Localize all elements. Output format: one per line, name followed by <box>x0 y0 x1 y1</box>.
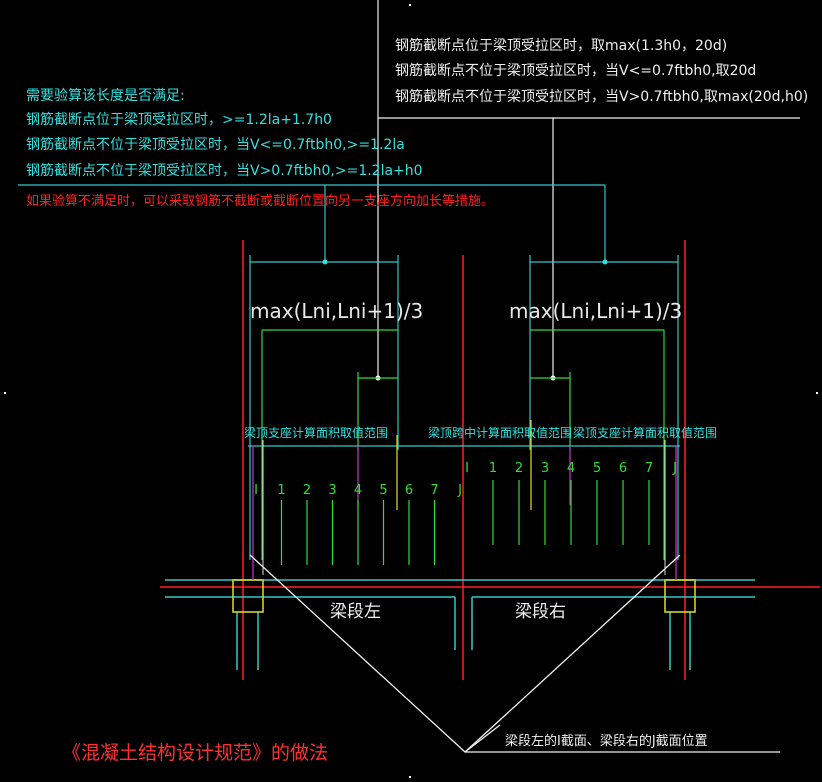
station-lines-left <box>280 500 436 565</box>
section-point-label: 5 <box>379 483 387 498</box>
red-axis-lines <box>160 240 820 680</box>
section-labels-left: I 1 2 3 4 5 6 7 J <box>254 483 462 498</box>
section-point-label: 5 <box>593 461 601 476</box>
section-point-label: 2 <box>303 483 311 498</box>
section-point-label: J <box>457 483 462 498</box>
note-left-1: 钢筋截断点位于梁顶受拉区时，>=1.2la+1.7h0 <box>26 111 332 128</box>
white-verticals <box>262 440 666 575</box>
section-point-label: J <box>672 461 677 476</box>
note-top-1: 钢筋截断点位于梁顶受拉区时，取max(1.3h0，20d) <box>395 37 727 54</box>
section-point-label: I <box>254 483 258 498</box>
note-top-2: 钢筋截断点不位于梁顶受拉区时，当V<=0.7ftbh0,取20d <box>395 62 756 79</box>
segment-left-label: 梁段左 <box>330 602 381 622</box>
column-left <box>232 579 264 613</box>
leader-note: 梁段左的I截面、梁段右的J截面位置 <box>505 733 708 749</box>
section-point-label: 4 <box>354 483 362 498</box>
segment-right-label: 梁段右 <box>515 602 566 622</box>
range-label-midspan: 梁顶跨中计算面积取值范围 <box>428 425 572 440</box>
drawing-title: 《混凝土结构设计规范》的做法 <box>62 742 328 764</box>
note-leaders <box>377 0 800 378</box>
range-label-support-left: 梁顶支座计算面积取值范围 <box>244 425 388 440</box>
column-right <box>664 579 696 613</box>
section-point-label: 6 <box>619 461 627 476</box>
note-left-2: 钢筋截断点不位于梁顶受拉区时，当V<=0.7ftbh0,>=1.2la <box>26 136 405 153</box>
yellow-lines <box>396 420 532 510</box>
section-leader <box>249 554 780 753</box>
note-top-3: 钢筋截断点不位于梁顶受拉区时，当V>0.7ftbh0,取max(20d,h0) <box>395 88 808 105</box>
section-point-label: 3 <box>328 483 336 498</box>
warning-text: 如果验算不满足时，可以采取钢筋不截断或截断位置向另一支座方向加长等措施。 <box>26 193 494 209</box>
green-dimensions <box>261 329 665 560</box>
beam-outline <box>165 579 755 670</box>
left-note-leader <box>18 184 680 560</box>
corner-marks <box>4 4 818 778</box>
note-left-heading: 需要验算该长度是否满足: <box>26 88 185 104</box>
section-point-label: 6 <box>405 483 413 498</box>
section-point-label: 1 <box>489 461 497 476</box>
station-lines-right <box>492 480 650 545</box>
section-labels-right: I 1 2 3 4 5 6 7 J <box>465 461 677 476</box>
dim-label-right: max(Lni,Lni+1)/3 <box>509 299 682 323</box>
dim-dot <box>322 259 328 265</box>
range-label-support-right: 梁顶支座计算面积取值范围 <box>573 425 717 440</box>
section-point-label: 7 <box>645 461 653 476</box>
section-point-label: 3 <box>541 461 549 476</box>
section-point-label: 1 <box>277 483 285 498</box>
dim-dot <box>602 259 608 265</box>
note-left-3: 钢筋截断点不位于梁顶受拉区时，当V>0.7ftbh0,>=1.2la+h0 <box>26 162 423 179</box>
section-point-label: I <box>465 461 469 476</box>
section-point-label: 4 <box>567 461 575 476</box>
section-point-label: 2 <box>515 461 523 476</box>
dim-label-left: max(Lni,Lni+1)/3 <box>250 299 423 323</box>
section-point-label: 7 <box>430 483 438 498</box>
